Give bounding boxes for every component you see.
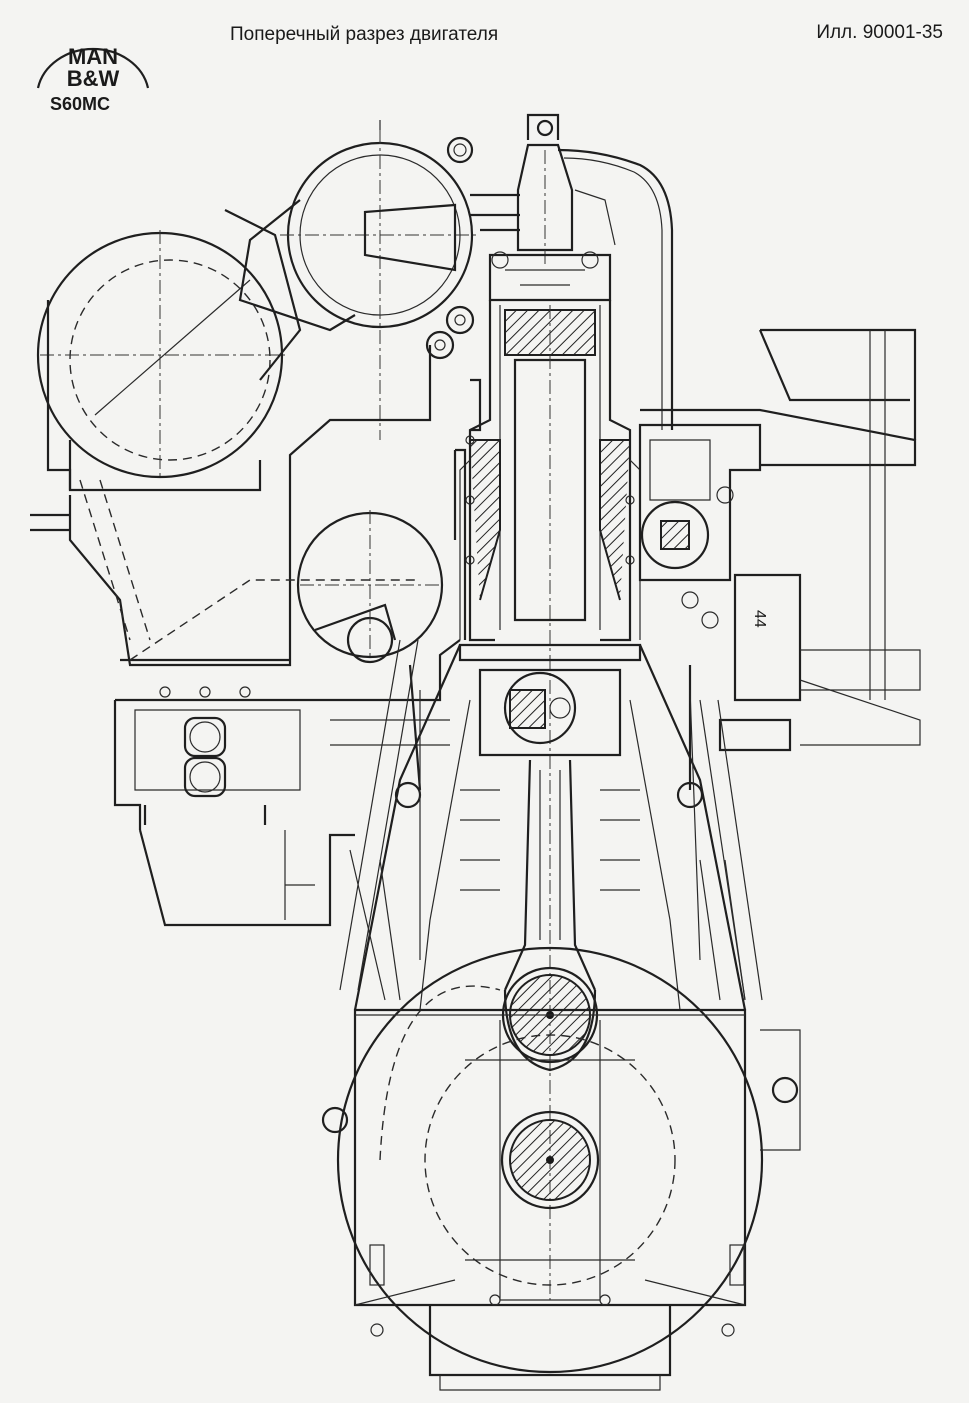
crosshead (394, 643, 704, 809)
man-bw-logo: MAN B&W (28, 26, 158, 96)
logo-line2: B&W (67, 66, 120, 91)
platform-rails (339, 639, 763, 1001)
scavenge-air-box (30, 345, 461, 927)
engine-model: S60MC (50, 94, 111, 114)
crankshaft (336, 946, 764, 1374)
page-title: Поперечный разрез двигателя (230, 24, 499, 45)
logo-line1: MAN (68, 44, 118, 69)
auxiliary-blower (296, 510, 444, 664)
exhaust-receiver (238, 120, 480, 440)
illustration-number: Илл. 90001-35 (816, 22, 943, 43)
connecting-rod (503, 759, 597, 1072)
fuel-pump-and-camshaft: 44 (638, 328, 921, 752)
cylinder-cover (470, 113, 674, 430)
bedplate (321, 1008, 801, 1391)
valves-and-pipes (425, 136, 482, 640)
turbocharger (36, 209, 302, 492)
frame-box (349, 644, 747, 1011)
label-parts-44: 44 (751, 610, 768, 628)
